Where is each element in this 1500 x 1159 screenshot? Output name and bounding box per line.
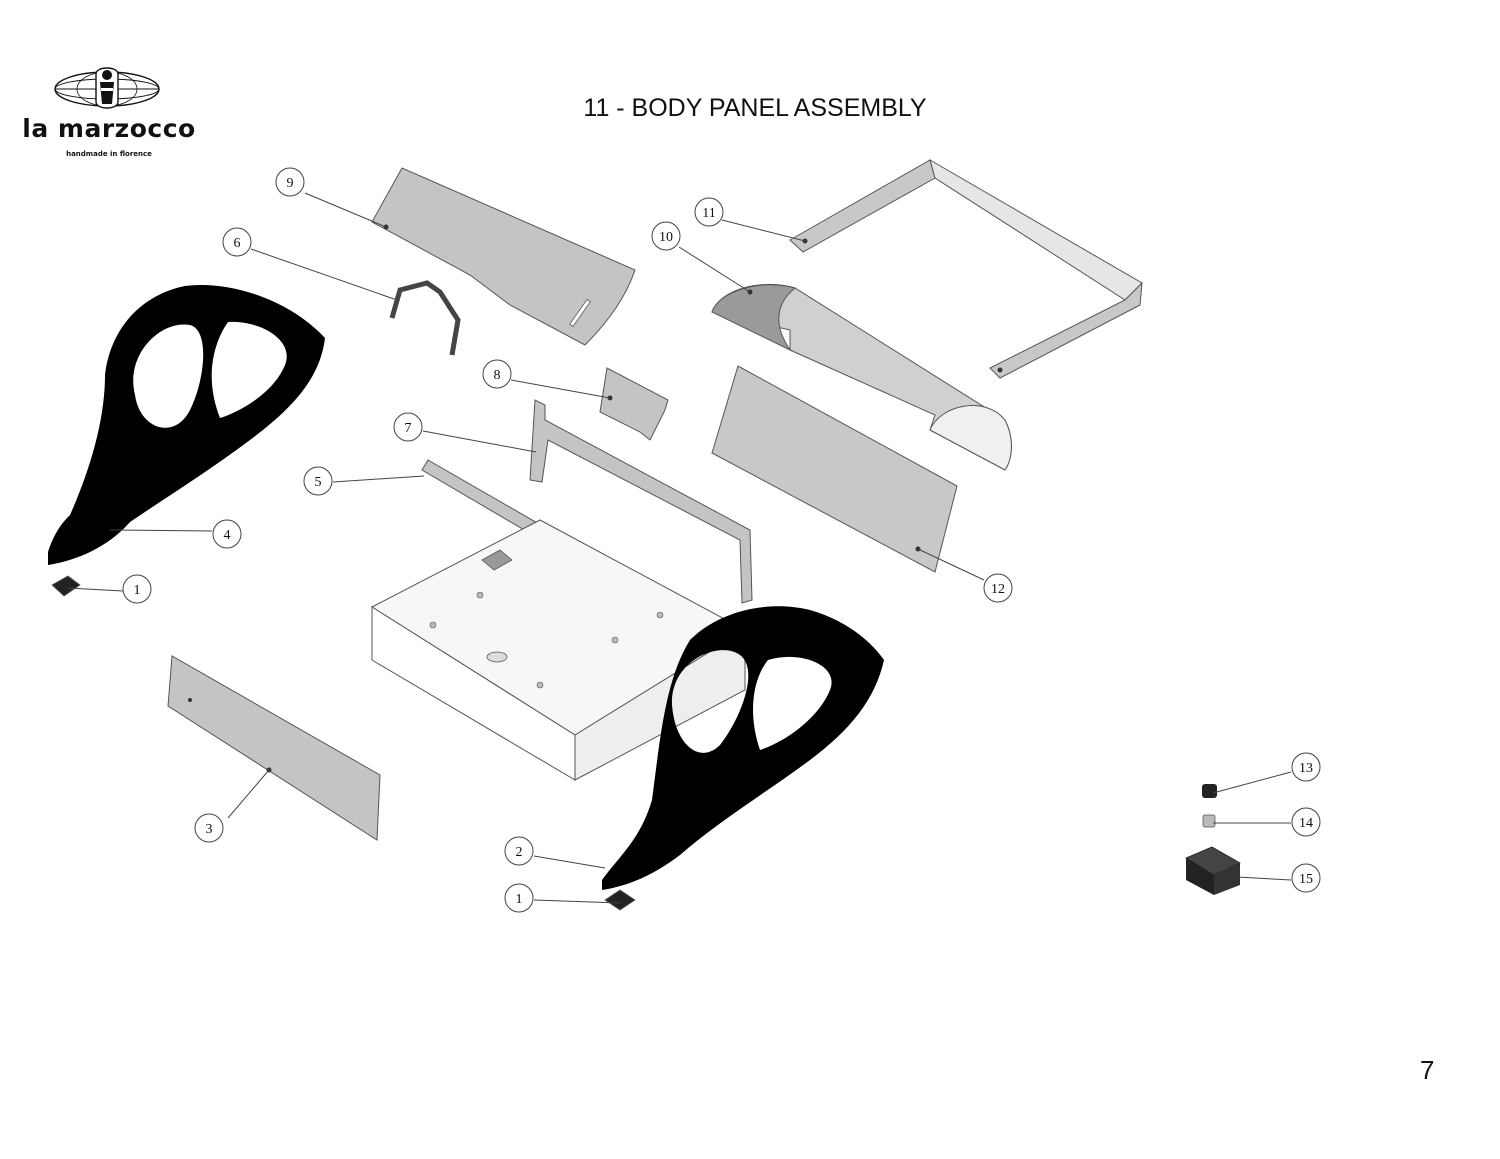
callout-3: 3	[194, 813, 224, 843]
callout-label: 4	[224, 528, 231, 543]
part-13-cap	[1202, 784, 1217, 798]
callout-5: 5	[303, 466, 333, 496]
part-15-block	[1185, 846, 1241, 895]
callout-12: 12	[983, 573, 1013, 603]
brand-name: la marzocco	[22, 114, 196, 143]
callout-label: 15	[1299, 872, 1313, 887]
callout-13: 13	[1291, 752, 1321, 782]
part-10-curved-cover	[711, 283, 1012, 471]
part-1-foot-left	[51, 575, 81, 597]
brand-logo: la marzocco handmade in florence	[12, 64, 202, 164]
brand-tagline: handmade in florence	[66, 150, 152, 158]
callout-14: 14	[1291, 807, 1321, 837]
part-2-right-side-panel	[602, 606, 884, 890]
part-12-front-panel	[711, 365, 958, 573]
callout-label: 10	[659, 230, 673, 245]
callout-label: 8	[494, 368, 501, 383]
callout-7: 7	[393, 412, 423, 442]
part-8-small-plate	[599, 367, 669, 441]
callout-label: 1	[516, 892, 523, 907]
callout-label: 2	[516, 845, 523, 860]
callout-label: 9	[287, 176, 294, 191]
callout-label: 6	[234, 236, 241, 251]
part-3-back-panel	[167, 655, 381, 841]
callout-2: 2	[504, 836, 534, 866]
page-title: 11 - BODY PANEL ASSEMBLY	[583, 94, 927, 122]
marzocco-lion-globe-icon	[54, 67, 160, 109]
part-14-screw	[1202, 814, 1216, 828]
leader-lines	[67, 192, 1292, 904]
chassis-base-frame	[370, 519, 747, 781]
part-11-top-frame	[789, 158, 1143, 379]
callout-11: 11	[694, 197, 724, 227]
callout-9: 9	[275, 167, 305, 197]
page-number: 7	[1420, 1055, 1435, 1085]
part-9-top-panel	[371, 167, 636, 346]
callout-label: 11	[702, 206, 715, 221]
callout-label: 1	[134, 583, 141, 598]
part-1-foot-bottom	[604, 889, 636, 911]
callout-label: 12	[991, 582, 1005, 597]
callout-1-left: 1	[122, 574, 152, 604]
callout-label: 14	[1299, 816, 1313, 831]
callout-label: 13	[1299, 761, 1313, 776]
callout-label: 3	[206, 822, 213, 837]
callout-8: 8	[482, 359, 512, 389]
part-6-bracket	[389, 280, 461, 356]
callout-15: 15	[1291, 863, 1321, 893]
callout-10: 10	[651, 221, 681, 251]
callout-4: 4	[212, 519, 242, 549]
callout-label: 7	[405, 421, 412, 436]
callout-6: 6	[222, 227, 252, 257]
callout-label: 5	[315, 475, 322, 490]
part-4-left-side-panel	[48, 284, 325, 565]
callout-1-bottom: 1	[504, 883, 534, 913]
part-7-u-frame	[529, 399, 753, 604]
